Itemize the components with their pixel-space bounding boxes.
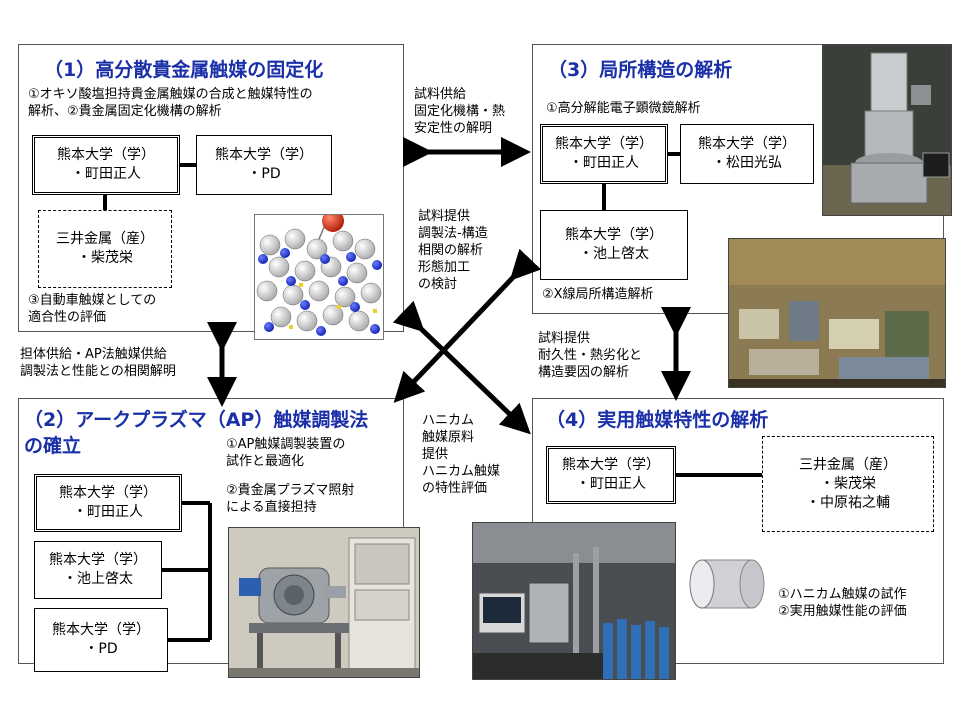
panel4-items: ①ハニカム触媒の試作 ②実用触媒性能の評価 xyxy=(778,587,907,619)
panel1-note: ③自動車触媒としての 適合性の評価 xyxy=(28,293,157,325)
panel2-box-ikegami: 熊本大学（学） ・池上啓太 xyxy=(34,541,162,599)
atomic-model-svg xyxy=(256,215,382,336)
org-label: 熊本大学（学） xyxy=(52,622,150,638)
panel1-box-pd: 熊本大学（学） ・PD xyxy=(196,135,332,195)
org-label: 熊本大学（学） xyxy=(49,552,147,568)
person-name: ・柴茂栄 xyxy=(77,250,133,266)
org-label: 熊本大学（学） xyxy=(562,457,660,473)
electron-microscope-photo xyxy=(822,44,952,216)
panel3-item1: ①高分解能電子顕微鏡解析 xyxy=(546,101,701,116)
panel2-item1: ①AP触媒調製装置の 試作と最適化 xyxy=(226,437,346,469)
person-name: ・町田正人 xyxy=(73,504,143,520)
person-name: ・PD xyxy=(247,166,281,182)
panel3-item2: ②X線局所構造解析 xyxy=(542,287,654,302)
org-label: 熊本大学（学） xyxy=(565,227,663,243)
atomic-model-image xyxy=(254,214,384,340)
panel2-title-line1: （2）アークプラズマ（AP）触媒調製法 xyxy=(24,409,369,431)
test-rig-svg xyxy=(473,523,675,679)
org-label: 熊本大学（学） xyxy=(57,147,155,163)
person-name: ・柴茂栄 xyxy=(820,475,876,492)
panel1-box-machida: 熊本大学（学） ・町田正人 xyxy=(32,135,180,195)
panel4-box-machida: 熊本大学（学） ・町田正人 xyxy=(546,446,676,504)
panel3-box-ikegami: 熊本大学（学） ・池上啓太 xyxy=(540,210,688,280)
panel2-title-line2: の確立 xyxy=(24,435,82,457)
panel3-title: （3）局所構造の解析 xyxy=(548,59,733,81)
catalyst-test-rig-photo xyxy=(472,522,676,680)
org-label: 熊本大学（学） xyxy=(215,147,313,163)
microscope-svg xyxy=(823,45,951,215)
panel2-box-pd: 熊本大学（学） ・PD xyxy=(34,608,168,672)
person-name: ・町田正人 xyxy=(71,166,141,182)
honeycomb-svg xyxy=(689,559,765,609)
person-name: ・町田正人 xyxy=(576,476,646,492)
person-name: ・町田正人 xyxy=(569,155,639,171)
arrow-diagonal-down xyxy=(392,300,531,435)
panel2-box-machida: 熊本大学（学） ・町田正人 xyxy=(34,474,182,532)
person-name: ・池上啓太 xyxy=(63,571,133,587)
person-name: ・中原祐之輔 xyxy=(806,494,890,511)
panel2-item2: ②貴金属プラズマ照射 による直接担持 xyxy=(226,483,355,515)
honeycomb-catalyst-image xyxy=(688,554,768,614)
arrow-label-left: 担体供給・AP法触媒供給 調製法と性能との相関解明 xyxy=(20,347,176,379)
org-label: 熊本大学（学） xyxy=(698,136,796,152)
person-name: ・松田光弘 xyxy=(712,155,782,171)
arrow-label-center-upper: 試料提供 調製法-構造 相関の解析 形態加工 の検討 xyxy=(418,209,488,292)
org-label: 三井金属（産） xyxy=(799,456,897,473)
panel1-description: ①オキソ酸塩担持貴金属触媒の合成と触媒特性の 解析、②貴金属固定化機構の解析 xyxy=(28,87,313,119)
panel1-box-shiba: 三井金属（産） ・柴茂栄 xyxy=(38,210,172,288)
org-label: 熊本大学（学） xyxy=(59,485,157,501)
org-label: 三井金属（産） xyxy=(56,231,154,247)
ap-apparatus-svg xyxy=(229,528,419,677)
arrow-label-center-lower: ハニカム 触媒原料 提供 ハニカム触媒 の特性評価 xyxy=(422,413,501,496)
person-name: ・池上啓太 xyxy=(579,246,649,262)
ap-apparatus-photo xyxy=(228,527,420,678)
arrow-label-top: 試料供給 固定化機構・熱 安定性の解明 xyxy=(414,87,506,136)
xray-facility-photo xyxy=(728,238,946,388)
facility-svg xyxy=(729,239,945,387)
person-name: ・PD xyxy=(84,641,118,657)
panel3-box-matsuda: 熊本大学（学） ・松田光弘 xyxy=(680,124,814,184)
arrow-label-right: 試料提供 耐久性・熱劣化と 構造要因の解析 xyxy=(538,331,643,380)
panel1-title: （1）高分散貴金属触媒の固定化 xyxy=(44,59,324,81)
panel3-box-machida: 熊本大学（学） ・町田正人 xyxy=(540,124,668,184)
panel4-title: （4）実用触媒特性の解析 xyxy=(546,409,769,431)
panel4-box-mitsui: 三井金属（産） ・柴茂栄 ・中原祐之輔 xyxy=(762,436,934,532)
org-label: 熊本大学（学） xyxy=(555,136,653,152)
